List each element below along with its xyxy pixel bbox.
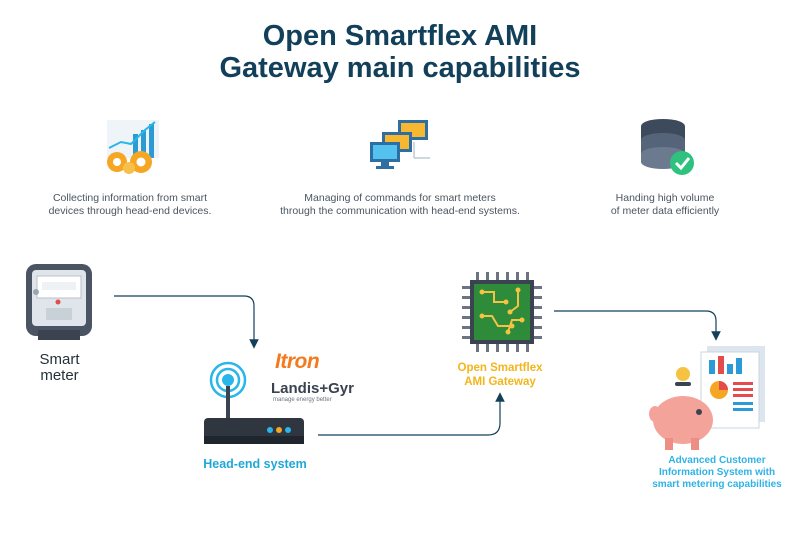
cis-report-piggy-icon: [649, 346, 765, 450]
capability-1-line-2: devices through head-end devices.: [48, 205, 212, 217]
head-end-label: Head-end system: [203, 457, 307, 471]
monitors-icon: [370, 120, 430, 169]
cis-label-line-1: Advanced Customer: [668, 455, 766, 466]
chart-gears-icon: [107, 120, 159, 174]
gateway-chip-icon: [462, 272, 542, 352]
itron-logo: Itron: [275, 350, 320, 373]
smart-meter-label-line-1: Smart: [39, 351, 80, 368]
capability-1-line-1: Collecting information from smart: [52, 192, 208, 204]
arrow-meter-to-headend: [114, 295, 259, 349]
head-end-router-icon: [204, 361, 304, 444]
arrow-gateway-to-cis: [554, 310, 721, 341]
cis-label-line-3: smart metering capabilities: [652, 479, 782, 490]
gateway-label-line-2: AMI Gateway: [464, 376, 536, 388]
capability-2-line-2: through the communication with head-end …: [280, 205, 520, 217]
smart-meter-icon: [26, 264, 92, 340]
capability-2-line-1: Managing of commands for smart meters: [304, 192, 496, 204]
database-check-icon: [641, 119, 694, 175]
arrow-headend-to-gateway: [318, 392, 505, 436]
cis-label-line-2: Information System with: [658, 467, 776, 478]
page-title-line-2: Gateway main capabilities: [219, 52, 581, 84]
landis-gyr-tagline: manage energy better: [273, 397, 332, 403]
page-title-line-1: Open Smartflex AMI: [262, 20, 538, 52]
smart-meter-label-line-2: meter: [40, 367, 79, 384]
gateway-label-line-1: Open Smartflex: [457, 362, 543, 374]
capability-3-line-2: of meter data efficiently: [610, 205, 720, 217]
capability-3-line-1: Handing high volume: [615, 192, 715, 204]
landis-gyr-logo: Landis+Gyr: [271, 380, 354, 397]
